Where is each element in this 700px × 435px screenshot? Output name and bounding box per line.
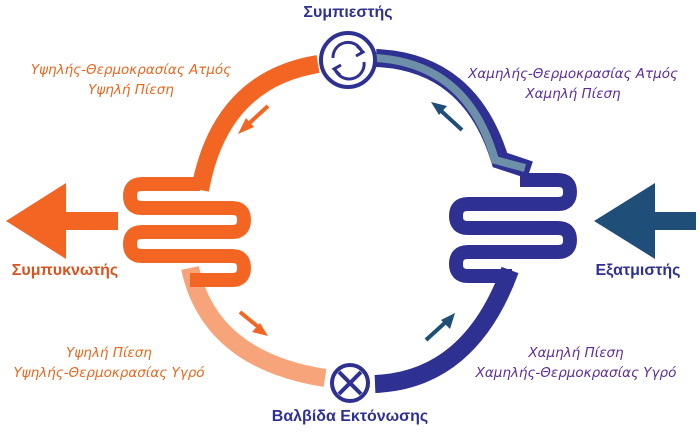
expansion-valve-unit <box>330 363 370 403</box>
heat-in-arrow <box>594 183 696 259</box>
compressor-label: Συμπιεστής <box>303 4 393 21</box>
top-right-line1: Χαμηλής-Θερμοκρασίας Ατμός <box>468 66 678 82</box>
flow-arrow-top-right <box>431 102 464 132</box>
bottom-right-line2: Χαμηλής-Θερμοκρασίας Υγρό <box>475 365 677 381</box>
top-left-line2: Υψηλή Πίεση <box>88 82 174 98</box>
top-right-state-note: Χαμηλής-Θερμοκρασίας Ατμός Χαμηλή Πίεση <box>446 64 700 104</box>
flow-arrows <box>238 102 464 342</box>
cold-liquid-pipe <box>374 266 519 393</box>
bottom-left-state-note: Υψηλή Πίεση Υψηλής-Θερμοκρασίας Υγρό <box>0 343 218 383</box>
top-left-state-note: Υψηλής-Θερμοκρασίας Ατμός Υψηλή Πίεση <box>0 60 262 100</box>
top-right-line2: Χαμηλή Πίεση <box>525 86 621 102</box>
expansion-valve-label: Βαλβίδα Εκτόνωσης <box>271 408 429 425</box>
bottom-right-state-note: Χαμηλή Πίεση Χαμηλής-Θερμοκρασίας Υγρό <box>452 343 700 383</box>
compressor-unit <box>319 31 377 89</box>
condenser-label: Συμπυκνωτής <box>11 262 119 279</box>
heat-out-arrow <box>6 183 118 259</box>
circular-arrow-icon <box>331 40 366 81</box>
flow-arrow-bottom-left <box>238 310 268 336</box>
condenser-coil <box>123 177 251 287</box>
flow-arrow-top-left <box>238 104 270 134</box>
pipe-loop <box>181 49 533 393</box>
flow-arrow-bottom-right <box>424 313 455 342</box>
evaporator-label: Εξατμιστής <box>595 262 681 279</box>
bottom-left-line1: Υψηλή Πίεση <box>66 345 152 361</box>
top-left-line1: Υψηλής-Θερμοκρασίας Ατμός <box>30 62 232 78</box>
evaporator-coil <box>449 173 577 283</box>
bottom-left-line2: Υψηλής-Θερμοκρασίας Υγρό <box>13 365 205 381</box>
warm-liquid-pipe <box>181 265 327 387</box>
hot-vapor-pipe <box>191 55 320 192</box>
cold-vapor-pipe-inner <box>375 54 527 172</box>
bottom-right-line1: Χαμηλή Πίεση <box>528 345 624 361</box>
x-circle-icon <box>337 370 363 396</box>
